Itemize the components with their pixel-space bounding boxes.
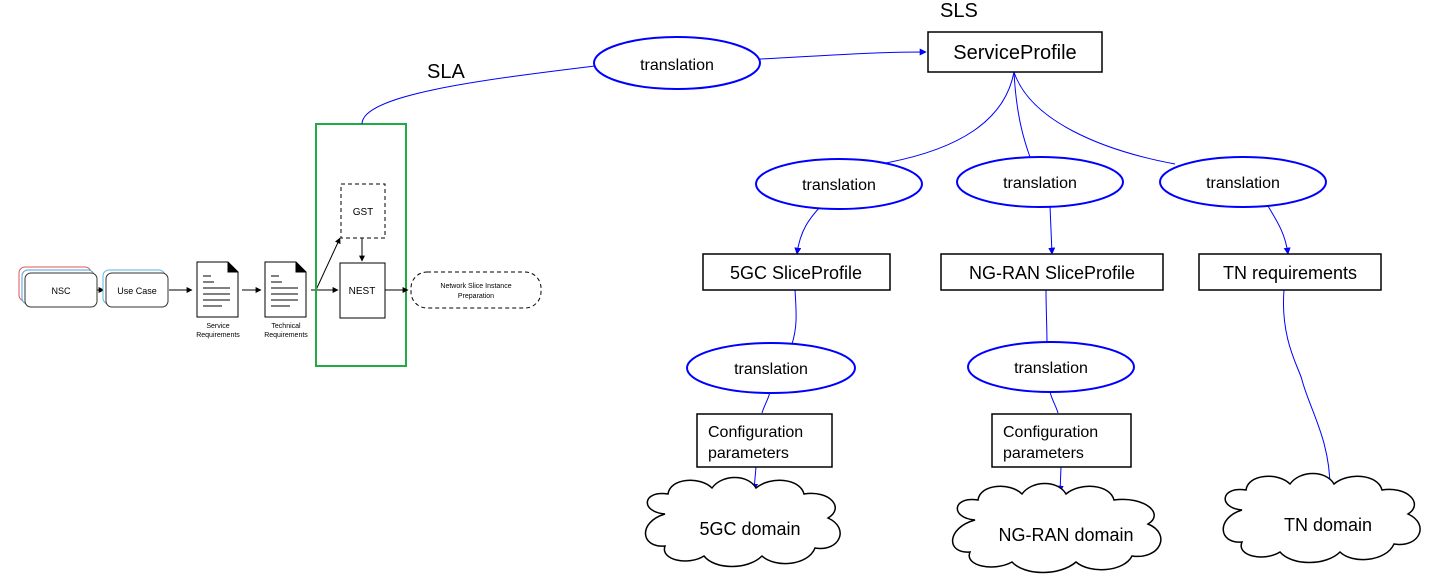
- technical-requirements-label-2: Requirements: [264, 332, 308, 339]
- nsc-box: NSC: [18, 266, 98, 308]
- translation-core-config: translation: [686, 342, 856, 394]
- nest-box: NEST: [339, 262, 386, 319]
- tn-requirements-label: TN requirements: [1223, 263, 1357, 283]
- use-case-label: Use Case: [117, 286, 157, 296]
- gst-box: GST: [340, 183, 386, 239]
- translation-ran: translation: [956, 156, 1124, 208]
- translation-core-label: translation: [802, 177, 876, 194]
- tn-domain-label: TN domain: [1284, 515, 1372, 535]
- technical-requirements-label-1: Technical: [271, 323, 301, 330]
- translation-top-label: translation: [640, 57, 714, 74]
- translation-top: translation: [593, 36, 761, 90]
- core-slice-profile-label: 5GC SliceProfile: [730, 263, 862, 283]
- service-profile-box: ServiceProfile: [927, 31, 1103, 73]
- core-config-box: Configuration parameters: [696, 413, 833, 468]
- gst-label: GST: [353, 207, 374, 218]
- translation-tn: translation: [1159, 156, 1327, 208]
- nsi-preparation-box: Network Slice Instance Preparation: [410, 271, 542, 309]
- core-domain-cloud: 5GC domain: [644, 476, 841, 568]
- ran-config-label-1: Configuration: [1003, 424, 1098, 441]
- nsi-preparation-label-2: Preparation: [458, 293, 494, 300]
- use-case-box: Use Case: [102, 269, 169, 308]
- core-config-label-2: parameters: [708, 445, 789, 462]
- translation-ran-config-label: translation: [1014, 360, 1088, 377]
- nsi-preparation-label-1: Network Slice Instance: [440, 283, 511, 290]
- ran-slice-profile-label: NG-RAN SliceProfile: [969, 263, 1135, 283]
- service-requirements-label-2: Requirements: [196, 332, 240, 339]
- left-flow: NSC Use Case Service Requirements: [18, 123, 542, 367]
- ran-slice-profile-box: NG-RAN SliceProfile: [940, 253, 1164, 291]
- translation-core-config-label: translation: [734, 361, 808, 378]
- nest-frame: [315, 123, 407, 367]
- service-profile-label: ServiceProfile: [953, 42, 1076, 64]
- core-domain-label: 5GC domain: [699, 519, 800, 539]
- tn-domain-cloud: TN domain: [1222, 472, 1421, 564]
- ran-config-label-2: parameters: [1003, 445, 1084, 462]
- ran-config-box: Configuration parameters: [991, 413, 1132, 468]
- nest-label: NEST: [349, 286, 376, 297]
- translation-tn-label: translation: [1206, 175, 1280, 192]
- sla-label: SLA: [427, 61, 465, 83]
- connectors: [361, 48, 1334, 493]
- nsc-label: NSC: [51, 286, 71, 296]
- translation-ran-label: translation: [1003, 175, 1077, 192]
- service-requirements-doc: Service Requirements: [196, 261, 240, 339]
- translation-core: translation: [755, 158, 923, 210]
- tn-requirements-box: TN requirements: [1198, 253, 1382, 291]
- core-slice-profile-box: 5GC SliceProfile: [702, 253, 891, 291]
- sls-label: SLS: [940, 0, 978, 22]
- core-config-label-1: Configuration: [708, 424, 803, 441]
- ran-domain-cloud: NG-RAN domain: [951, 482, 1162, 574]
- technical-requirements-doc: Technical Requirements: [264, 261, 308, 339]
- service-requirements-label-1: Service: [206, 323, 229, 330]
- translation-ran-config: translation: [967, 341, 1135, 393]
- ran-domain-label: NG-RAN domain: [998, 525, 1133, 545]
